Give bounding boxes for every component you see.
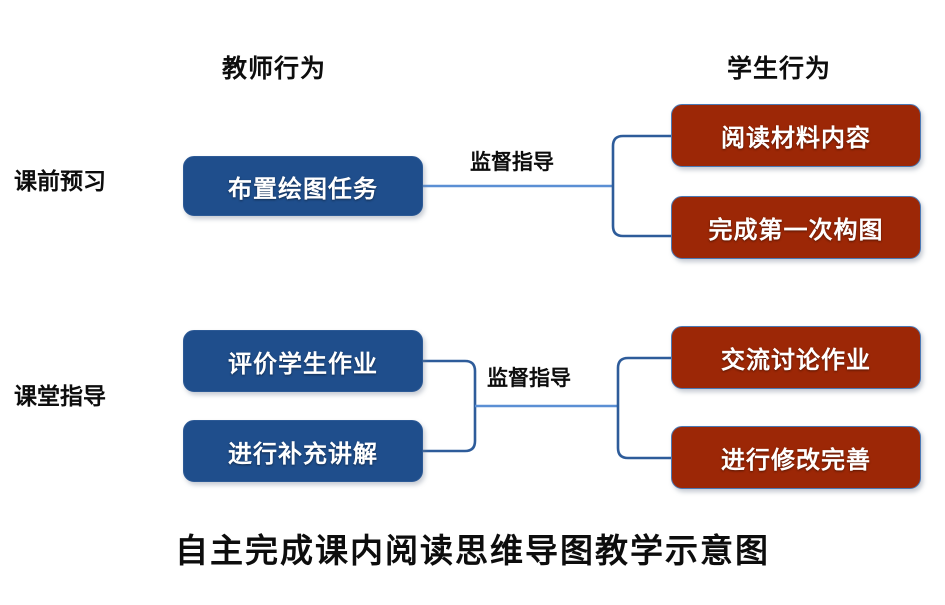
connector-bracket-right-row-1 bbox=[616, 356, 673, 460]
connector-bracket-right-row-0 bbox=[611, 134, 673, 238]
student-node-row-1-1[interactable]: 进行修改完善 bbox=[671, 426, 921, 489]
teacher-node-row-1-1[interactable]: 进行补充讲解 bbox=[183, 420, 423, 482]
student-node-row-0-1[interactable]: 完成第一次构图 bbox=[671, 196, 921, 259]
column-header-teacher: 教师行为 bbox=[222, 55, 327, 83]
column-header-student: 学生行为 bbox=[727, 55, 832, 83]
teacher-node-row-0-0[interactable]: 布置绘图任务 bbox=[183, 156, 423, 216]
student-node-row-1-0[interactable]: 交流讨论作业 bbox=[671, 326, 921, 389]
connector-bracket-left-row-1 bbox=[421, 359, 477, 453]
stage-label-in-class: 课堂指导 bbox=[14, 383, 106, 409]
link-label-row-0: 监督指导 bbox=[470, 151, 554, 174]
diagram-caption: 自主完成课内阅读思维导图教学示意图 bbox=[175, 531, 770, 570]
link-label-row-1: 监督指导 bbox=[487, 367, 571, 390]
student-node-row-0-0[interactable]: 阅读材料内容 bbox=[671, 104, 921, 167]
stage-label-pre-class: 课前预习 bbox=[14, 168, 106, 194]
teacher-node-row-1-0[interactable]: 评价学生作业 bbox=[183, 330, 423, 392]
